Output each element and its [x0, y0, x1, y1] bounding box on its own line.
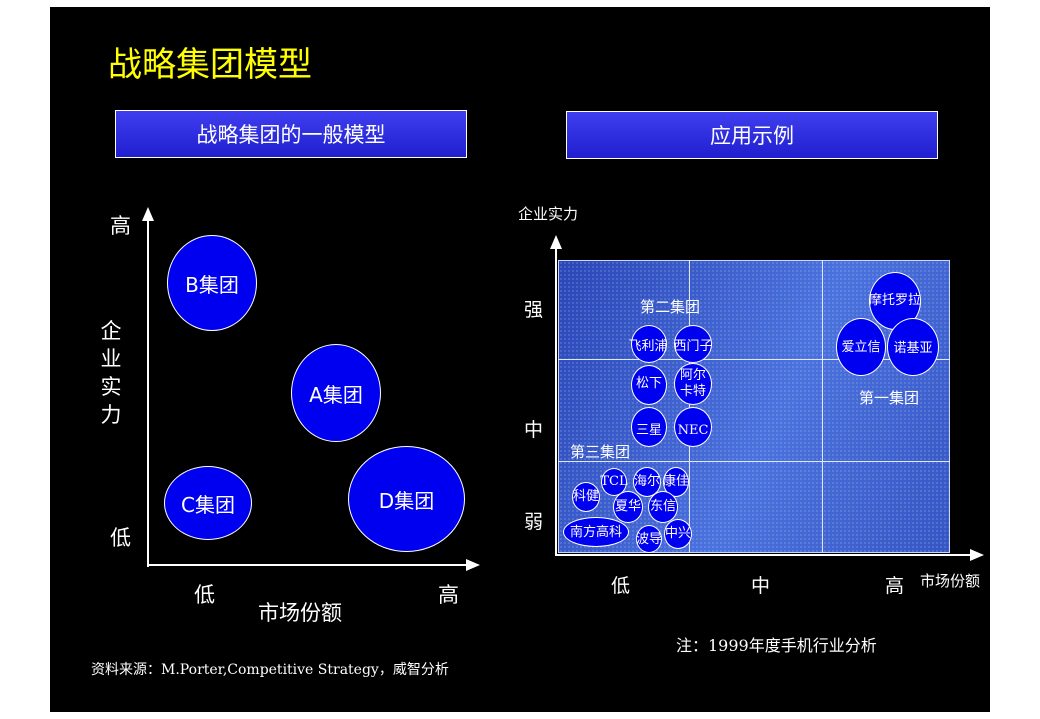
label-philips: 飞利浦 — [628, 339, 668, 354]
left-y-arrow — [142, 207, 154, 221]
label-panasonic: 松下 — [635, 376, 662, 391]
right-x-tick-high: 高 — [885, 575, 905, 597]
page-title: 战略集团模型 — [108, 45, 312, 85]
left-x-low: 低 — [194, 583, 215, 607]
slide: 战略集团模型 战略集团的一般模型 高 低 企 业 实 力 低 高 市场份额 B集… — [50, 7, 990, 712]
right-y-tick-weak: 弱 — [524, 511, 544, 533]
bubble-xiahua — [613, 491, 643, 523]
label-nec: NEC — [677, 423, 709, 438]
bubble-siemens — [674, 325, 712, 363]
label-bird: 波导 — [635, 532, 662, 547]
bubble-nanfang — [563, 517, 629, 547]
group-d-bubble: D集团 — [348, 446, 465, 552]
group-label-first: 第一集团 — [859, 389, 920, 407]
label-ericsson: 爱立信 — [841, 340, 881, 355]
label-nanfang: 南方高科 — [569, 525, 622, 540]
grid-h2 — [558, 461, 950, 462]
right-y-tick-mid: 中 — [524, 419, 544, 441]
label-xiahua: 夏华 — [614, 499, 641, 514]
left-y-low: 低 — [110, 526, 131, 550]
group-a-bubble: A集团 — [291, 344, 381, 442]
bubble-panasonic — [631, 365, 667, 405]
left-y-high: 高 — [110, 214, 131, 238]
axes-svg — [142, 207, 984, 571]
group-c-bubble: C集团 — [164, 466, 252, 540]
left-header-box: 战略集团的一般模型 — [115, 110, 467, 158]
bubble-zte — [664, 519, 692, 549]
grid-v1 — [689, 260, 690, 553]
label-zte: 中兴 — [664, 526, 691, 541]
right-y-axis-label: 企业实力 — [518, 205, 579, 223]
right-x-arrow — [970, 549, 984, 561]
group-label-third: 第三集团 — [570, 443, 631, 461]
label-kejian: 科健 — [572, 489, 599, 504]
label-samsung: 三星 — [635, 423, 662, 438]
left-x-arrow — [466, 559, 480, 571]
right-header-box: 应用示例 — [566, 111, 938, 159]
bubble-nec — [674, 407, 712, 447]
label-motorola: 摩托罗拉 — [868, 293, 921, 308]
bubble-bird — [636, 525, 662, 553]
bubble-kejian — [572, 482, 600, 512]
bubble-eastcom — [648, 491, 678, 523]
right-x-axis-label: 市场份额 — [920, 572, 981, 590]
label-siemens: 西门子 — [673, 339, 713, 354]
right-y-arrow — [550, 235, 562, 249]
note-text: 注：1999年度手机行业分析 — [676, 636, 877, 655]
group-label-second: 第二集团 — [640, 298, 701, 316]
bubble-nokia — [887, 318, 939, 376]
right-x-tick-mid: 中 — [751, 575, 771, 597]
label-alcatel: 阿尔卡特 — [679, 368, 706, 399]
label-eastcom: 东信 — [649, 499, 676, 514]
group-b-bubble: B集团 — [167, 235, 257, 331]
left-y-label: 企 业 实 力 — [100, 319, 122, 427]
right-x-tick-low: 低 — [611, 575, 631, 597]
grid-v2 — [822, 260, 823, 553]
label-konka: 康佳 — [662, 474, 689, 489]
label-nokia: 诺基亚 — [893, 341, 933, 356]
label-tcl: TCL — [600, 474, 628, 489]
grid-h1 — [558, 359, 950, 360]
right-y-tick-strong: 强 — [524, 299, 544, 321]
left-x-high: 高 — [438, 583, 459, 607]
bubble-philips — [631, 325, 667, 363]
bubble-ericsson — [836, 318, 886, 376]
label-haier: 海尔 — [633, 474, 660, 489]
bubble-samsung — [631, 407, 667, 447]
bubble-alcatel — [674, 363, 712, 405]
left-x-label: 市场份额 — [258, 601, 342, 625]
source-text: 资料来源：M.Porter,Competitive Strategy，威智分析 — [91, 662, 449, 678]
